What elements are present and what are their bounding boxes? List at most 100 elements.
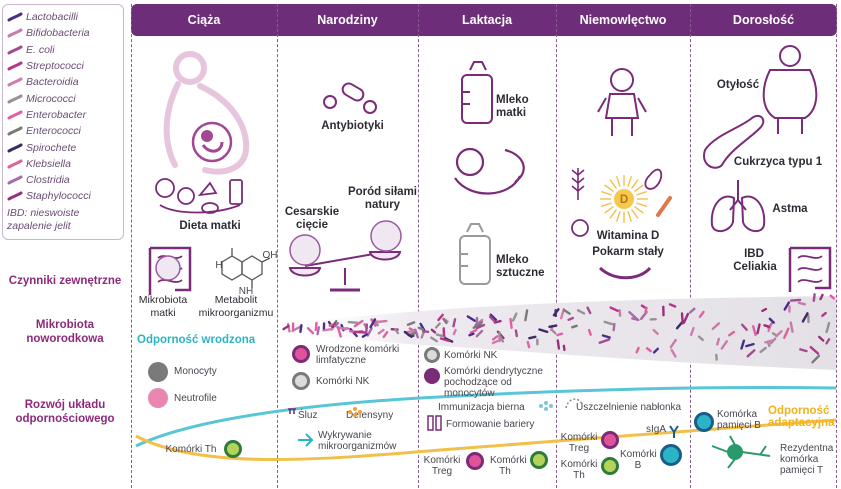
col-title-adulthood: Dorosłość xyxy=(732,13,795,27)
label-siga: sIgA xyxy=(646,424,667,435)
bacterium xyxy=(499,335,505,343)
chem-oh-label: OH xyxy=(262,250,278,261)
row-label-external: Czynniki zewnętrzne xyxy=(8,275,122,287)
sun-ray xyxy=(609,209,617,219)
legend-note: IBD: nieswoiste zapalenie jelit xyxy=(7,206,80,232)
legend-item: Bacteroidia xyxy=(7,74,119,90)
bacterium xyxy=(538,328,549,334)
bacterium xyxy=(469,328,478,334)
food-basket-icon xyxy=(155,178,243,214)
bacterium xyxy=(809,346,820,355)
bacterium xyxy=(752,325,757,336)
bacterium xyxy=(697,335,704,341)
bacterium xyxy=(526,340,531,349)
bacterium xyxy=(789,321,794,333)
bacterium xyxy=(612,322,616,332)
carrot-icon xyxy=(656,196,672,217)
bacterium xyxy=(829,294,835,300)
wheat-icon xyxy=(571,168,585,200)
bacterium xyxy=(406,321,416,326)
bacterium xyxy=(299,324,303,333)
bacteria-icon xyxy=(7,12,23,22)
bacteria-icon xyxy=(7,94,23,104)
legend-item: Enterococci xyxy=(7,123,119,139)
label-th-2: Komórki Th xyxy=(560,459,598,481)
sun-icon xyxy=(600,175,648,223)
bacterium xyxy=(361,333,368,338)
bacteria-icon xyxy=(7,45,23,55)
col-title-pregnancy: Ciąża xyxy=(187,13,221,27)
bacterium xyxy=(528,335,537,340)
bacterium xyxy=(475,329,484,338)
bacterium xyxy=(783,301,791,311)
label-barrier-formation: Formowanie bariery xyxy=(446,419,535,430)
label-vitamin-d: Witamina D xyxy=(596,230,660,242)
bacterium xyxy=(439,337,451,343)
bacteria-icon xyxy=(7,126,23,136)
bacterium xyxy=(442,317,448,325)
bacterium xyxy=(430,336,438,343)
sun-ray xyxy=(615,211,621,223)
epithelial-sealing-icon xyxy=(565,398,583,409)
label-treg-1: Komórki Treg xyxy=(423,455,461,477)
bacterium xyxy=(322,327,334,332)
legend-item: Bifidobacteria xyxy=(7,25,119,41)
dendritic-cell-icon xyxy=(424,368,440,384)
bacterium xyxy=(797,301,806,306)
fetus-icon xyxy=(191,121,233,163)
bacterium xyxy=(680,312,684,325)
th-cell-icon-2 xyxy=(601,457,619,475)
bacterium xyxy=(652,347,659,354)
stage-header-bar xyxy=(131,4,837,36)
label-memory-t: Rezydentna komórka pamięci T xyxy=(780,443,834,476)
monocyte-cell-icon xyxy=(148,362,168,382)
sun-ray xyxy=(636,202,648,208)
bacterium xyxy=(775,330,783,338)
label-ibd: IBD xyxy=(744,248,764,260)
bacterium xyxy=(306,327,315,335)
bacterium xyxy=(420,331,425,339)
legend-item-label: E. coli xyxy=(26,43,55,56)
col-title-lactation: Laktacja xyxy=(461,13,513,27)
sun-ray xyxy=(615,175,621,187)
microbiota-band xyxy=(270,296,836,370)
bacterium xyxy=(825,338,831,345)
bacterium xyxy=(645,347,652,353)
sun-ray xyxy=(634,206,644,214)
bacterium xyxy=(567,316,575,321)
label-b-cells: Komórki B xyxy=(620,449,657,471)
lymphoid-cell-icon xyxy=(292,345,310,363)
bacterium xyxy=(644,306,648,313)
bacteria-band xyxy=(282,293,835,364)
label-formula: Mleko sztuczne xyxy=(496,254,545,279)
legend-item-label: Bifidobacteria xyxy=(26,27,90,40)
label-maternal-microbiota: Mikrobiota matki xyxy=(138,294,188,319)
sun-ray xyxy=(604,206,614,214)
divider-1 xyxy=(277,4,278,488)
bacterium xyxy=(689,326,695,336)
label-th-cells: Komórki Th xyxy=(165,444,217,455)
bacterium xyxy=(668,303,677,308)
bacteria-icon xyxy=(7,159,23,169)
bacterium xyxy=(333,322,340,328)
bacterium xyxy=(511,312,518,322)
legend-item-label: Spirochete xyxy=(26,141,77,154)
pill-icon xyxy=(323,82,377,114)
bacterium xyxy=(316,326,320,336)
legend-item-label: Enterococci xyxy=(26,125,81,138)
bacterium xyxy=(491,338,502,345)
bacterium xyxy=(282,324,290,331)
bacterium xyxy=(548,324,558,328)
sun-ray xyxy=(634,184,644,192)
label-asthma: Astma xyxy=(772,203,808,215)
legend-item: Streptococci xyxy=(7,58,119,74)
nk-cell-icon-2 xyxy=(424,347,440,363)
sun-ray xyxy=(609,179,617,189)
bacteria-icon xyxy=(7,110,23,120)
apple-icon xyxy=(571,219,589,237)
metabolite-structure-icon xyxy=(221,248,271,288)
maternal-microbiota-zoom xyxy=(155,255,181,281)
bacterium xyxy=(635,346,640,354)
label-antibiotics: Antybiotyki xyxy=(321,120,384,132)
bacteria-icon xyxy=(7,77,23,87)
